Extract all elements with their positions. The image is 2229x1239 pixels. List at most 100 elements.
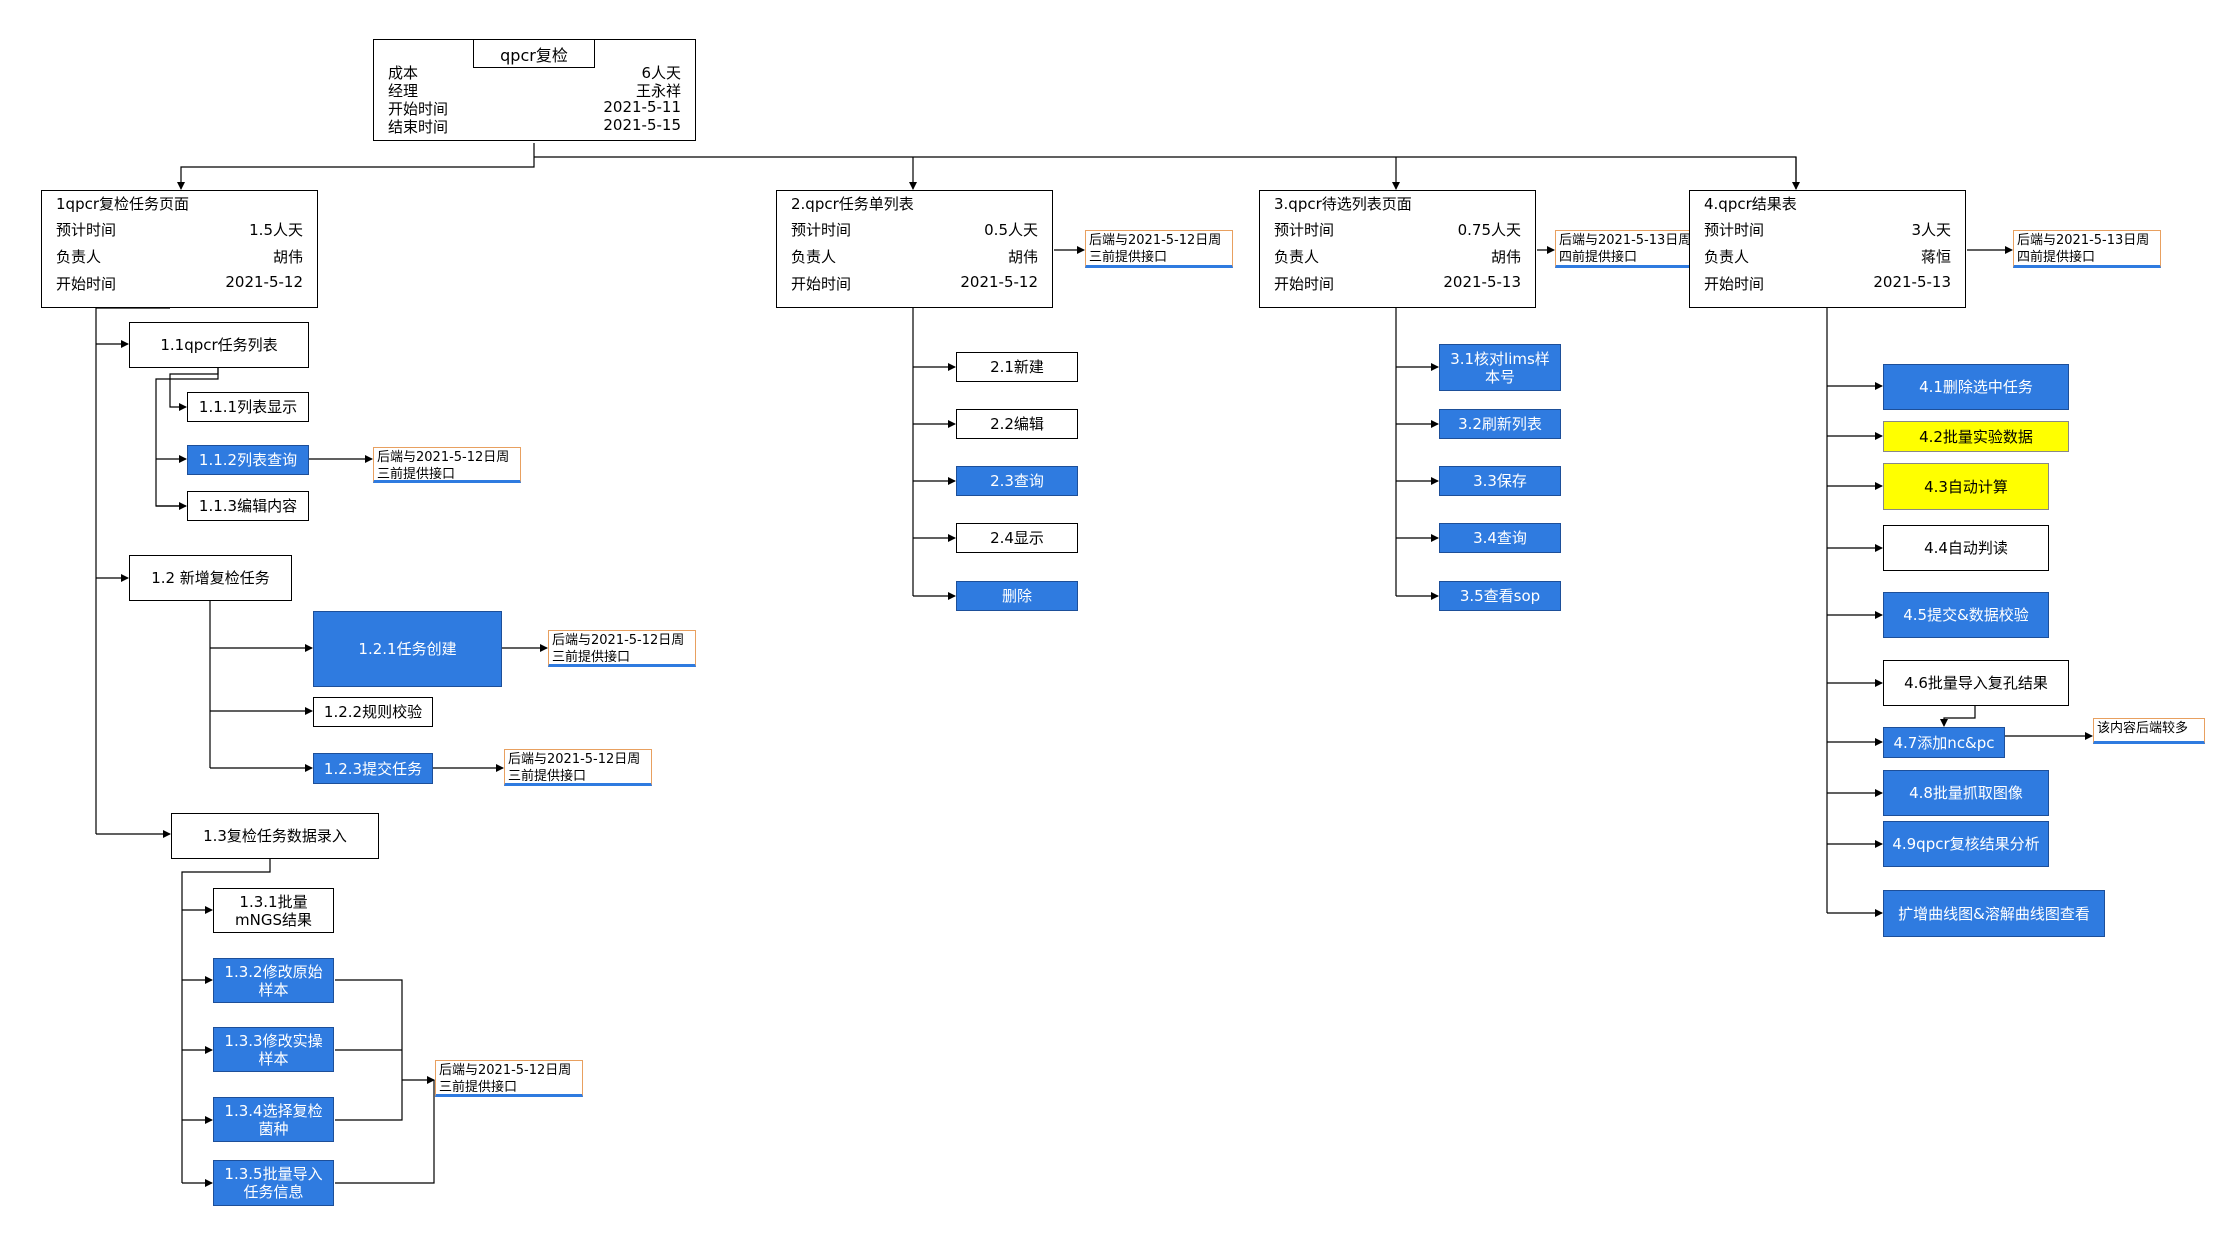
node-4-3[interactable]: 4.3自动计算 [1883, 463, 2049, 510]
section-3-estimate-value: 0.75人天 [1457, 221, 1521, 239]
root-row-end: 结束时间 2021-5-15 [388, 116, 681, 136]
node-3-1[interactable]: 3.1核对lims样本号 [1439, 344, 1561, 391]
section-1-row-start: 开始时间 2021-5-12 [56, 273, 303, 293]
section-2-owner-key: 负责人 [791, 248, 837, 266]
section-2-owner-value: 胡伟 [1007, 248, 1038, 266]
node-1-1-2[interactable]: 1.1.2列表查询 [187, 445, 309, 475]
node-1-1-2-note: 后端与2021-5-12日周三前提供接口 [373, 447, 521, 483]
section-3-start-key: 开始时间 [1274, 275, 1335, 293]
root-row-cost: 成本 6人天 [388, 62, 681, 82]
section-4-card[interactable]: 4.qpcr结果表 预计时间 3人天 负责人 蒋恒 开始时间 2021-5-13 [1689, 190, 1966, 308]
node-4-9[interactable]: 4.9qpcr复核结果分析 [1883, 821, 2049, 867]
section-2-start-key: 开始时间 [791, 275, 852, 293]
section-1-start-key: 开始时间 [56, 275, 117, 293]
root-row-start-key: 开始时间 [388, 100, 449, 118]
root-row-manager: 经理 王永祥 [388, 80, 681, 100]
section-4-row-estimate: 预计时间 3人天 [1704, 219, 1951, 239]
node-3-4[interactable]: 3.4查询 [1439, 523, 1561, 553]
root-row-end-value: 2021-5-15 [603, 116, 681, 134]
root-row-manager-key: 经理 [388, 82, 419, 100]
section-2-row-start: 开始时间 2021-5-12 [791, 273, 1038, 293]
section-1-row-owner: 负责人 胡伟 [56, 246, 303, 266]
root-row-end-key: 结束时间 [388, 118, 449, 136]
section-1-row-estimate: 预计时间 1.5人天 [56, 219, 303, 239]
node-1-2-1-note: 后端与2021-5-12日周三前提供接口 [548, 630, 696, 667]
root-row-cost-key: 成本 [388, 64, 419, 82]
node-4-5[interactable]: 4.5提交&数据校验 [1883, 592, 2049, 638]
section-1-estimate-key: 预计时间 [56, 221, 117, 239]
section-3-estimate-key: 预计时间 [1274, 221, 1335, 239]
section-4-title: 4.qpcr结果表 [1704, 195, 1797, 213]
node-2-1[interactable]: 2.1新建 [956, 352, 1078, 382]
node-4-4[interactable]: 4.4自动判读 [1883, 525, 2049, 571]
node-1-1-1[interactable]: 1.1.1列表显示 [187, 392, 309, 422]
node-4-7[interactable]: 4.7添加nc&pc [1883, 727, 2005, 758]
node-4-7-note: 该内容后端较多 [2093, 718, 2205, 744]
node-1-2-2[interactable]: 1.2.2规则校验 [313, 697, 433, 727]
section-4-owner-key: 负责人 [1704, 248, 1750, 266]
section-1-start-value: 2021-5-12 [225, 273, 303, 291]
section-3-row-start: 开始时间 2021-5-13 [1274, 273, 1521, 293]
node-4-1[interactable]: 4.1删除选中任务 [1883, 364, 2069, 410]
node-2-4[interactable]: 2.4显示 [956, 523, 1078, 553]
node-1-3-3[interactable]: 1.3.3修改实操样本 [213, 1027, 334, 1072]
section-2-estimate-value: 0.5人天 [984, 221, 1038, 239]
node-4-8[interactable]: 4.8批量抓取图像 [1883, 770, 2049, 816]
node-1-3-5[interactable]: 1.3.5批量导入任务信息 [213, 1160, 334, 1206]
section-1-card[interactable]: 1qpcr复检任务页面 预计时间 1.5人天 负责人 胡伟 开始时间 2021-… [41, 190, 318, 308]
section-3-row-estimate: 预计时间 0.75人天 [1274, 219, 1521, 239]
section-4-note: 后端与2021-5-13日周四前提供接口 [2013, 230, 2161, 268]
section-4-estimate-value: 3人天 [1911, 221, 1951, 239]
root-row-start: 开始时间 2021-5-11 [388, 98, 681, 118]
node-1-2-3[interactable]: 1.2.3提交任务 [313, 753, 433, 784]
node-1-2-3-note: 后端与2021-5-12日周三前提供接口 [504, 749, 652, 786]
node-1-3-4[interactable]: 1.3.4选择复检菌种 [213, 1097, 334, 1142]
section-1-owner-value: 胡伟 [272, 248, 303, 266]
node-1-3-x-note: 后端与2021-5-12日周三前提供接口 [435, 1060, 583, 1097]
root-row-start-value: 2021-5-11 [603, 98, 681, 116]
node-3-3[interactable]: 3.3保存 [1439, 466, 1561, 496]
section-3-card[interactable]: 3.qpcr待选列表页面 预计时间 0.75人天 负责人 胡伟 开始时间 202… [1259, 190, 1536, 308]
node-2-2[interactable]: 2.2编辑 [956, 409, 1078, 439]
section-1-owner-key: 负责人 [56, 248, 102, 266]
root-row-manager-value: 王永祥 [635, 82, 681, 100]
section-2-card[interactable]: 2.qpcr任务单列表 预计时间 0.5人天 负责人 胡伟 开始时间 2021-… [776, 190, 1053, 308]
section-2-note: 后端与2021-5-12日周三前提供接口 [1085, 230, 1233, 268]
node-1-3-1[interactable]: 1.3.1批量mNGS结果 [213, 888, 334, 933]
node-4-2[interactable]: 4.2批量实验数据 [1883, 421, 2069, 452]
section-4-row-start: 开始时间 2021-5-13 [1704, 273, 1951, 293]
node-3-2[interactable]: 3.2刷新列表 [1439, 409, 1561, 439]
section-3-row-owner: 负责人 胡伟 [1274, 246, 1521, 266]
section-4-start-value: 2021-5-13 [1873, 273, 1951, 291]
node-1-2-1[interactable]: 1.2.1任务创建 [313, 611, 502, 687]
section-2-row-owner: 负责人 胡伟 [791, 246, 1038, 266]
section-3-start-value: 2021-5-13 [1443, 273, 1521, 291]
root-title[interactable]: qpcr复检 [473, 39, 595, 68]
node-1-1-3[interactable]: 1.1.3编辑内容 [187, 491, 309, 521]
section-1-estimate-value: 1.5人天 [249, 221, 303, 239]
section-4-row-owner: 负责人 蒋恒 [1704, 246, 1951, 266]
section-3-owner-key: 负责人 [1274, 248, 1320, 266]
node-1-1[interactable]: 1.1qpcr任务列表 [129, 322, 309, 368]
section-2-row-estimate: 预计时间 0.5人天 [791, 219, 1038, 239]
section-3-owner-value: 胡伟 [1490, 248, 1521, 266]
node-3-5[interactable]: 3.5查看sop [1439, 581, 1561, 611]
node-1-3-2[interactable]: 1.3.2修改原始样本 [213, 958, 334, 1003]
section-4-owner-value: 蒋恒 [1920, 248, 1951, 266]
section-4-estimate-key: 预计时间 [1704, 221, 1765, 239]
section-4-start-key: 开始时间 [1704, 275, 1765, 293]
section-3-title: 3.qpcr待选列表页面 [1274, 195, 1412, 213]
section-2-title: 2.qpcr任务单列表 [791, 195, 914, 213]
section-1-title: 1qpcr复检任务页面 [56, 195, 190, 213]
node-2-3[interactable]: 2.3查询 [956, 466, 1078, 496]
section-3-note: 后端与2021-5-13日周四前提供接口 [1555, 230, 1703, 268]
node-1-2[interactable]: 1.2 新增复检任务 [129, 555, 292, 601]
section-2-start-value: 2021-5-12 [960, 273, 1038, 291]
section-2-estimate-key: 预计时间 [791, 221, 852, 239]
node-2-5[interactable]: 删除 [956, 581, 1078, 611]
node-1-3[interactable]: 1.3复检任务数据录入 [171, 813, 379, 859]
node-4-6[interactable]: 4.6批量导入复孔结果 [1883, 660, 2069, 706]
node-4-x[interactable]: 扩增曲线图&溶解曲线图查看 [1883, 890, 2105, 937]
